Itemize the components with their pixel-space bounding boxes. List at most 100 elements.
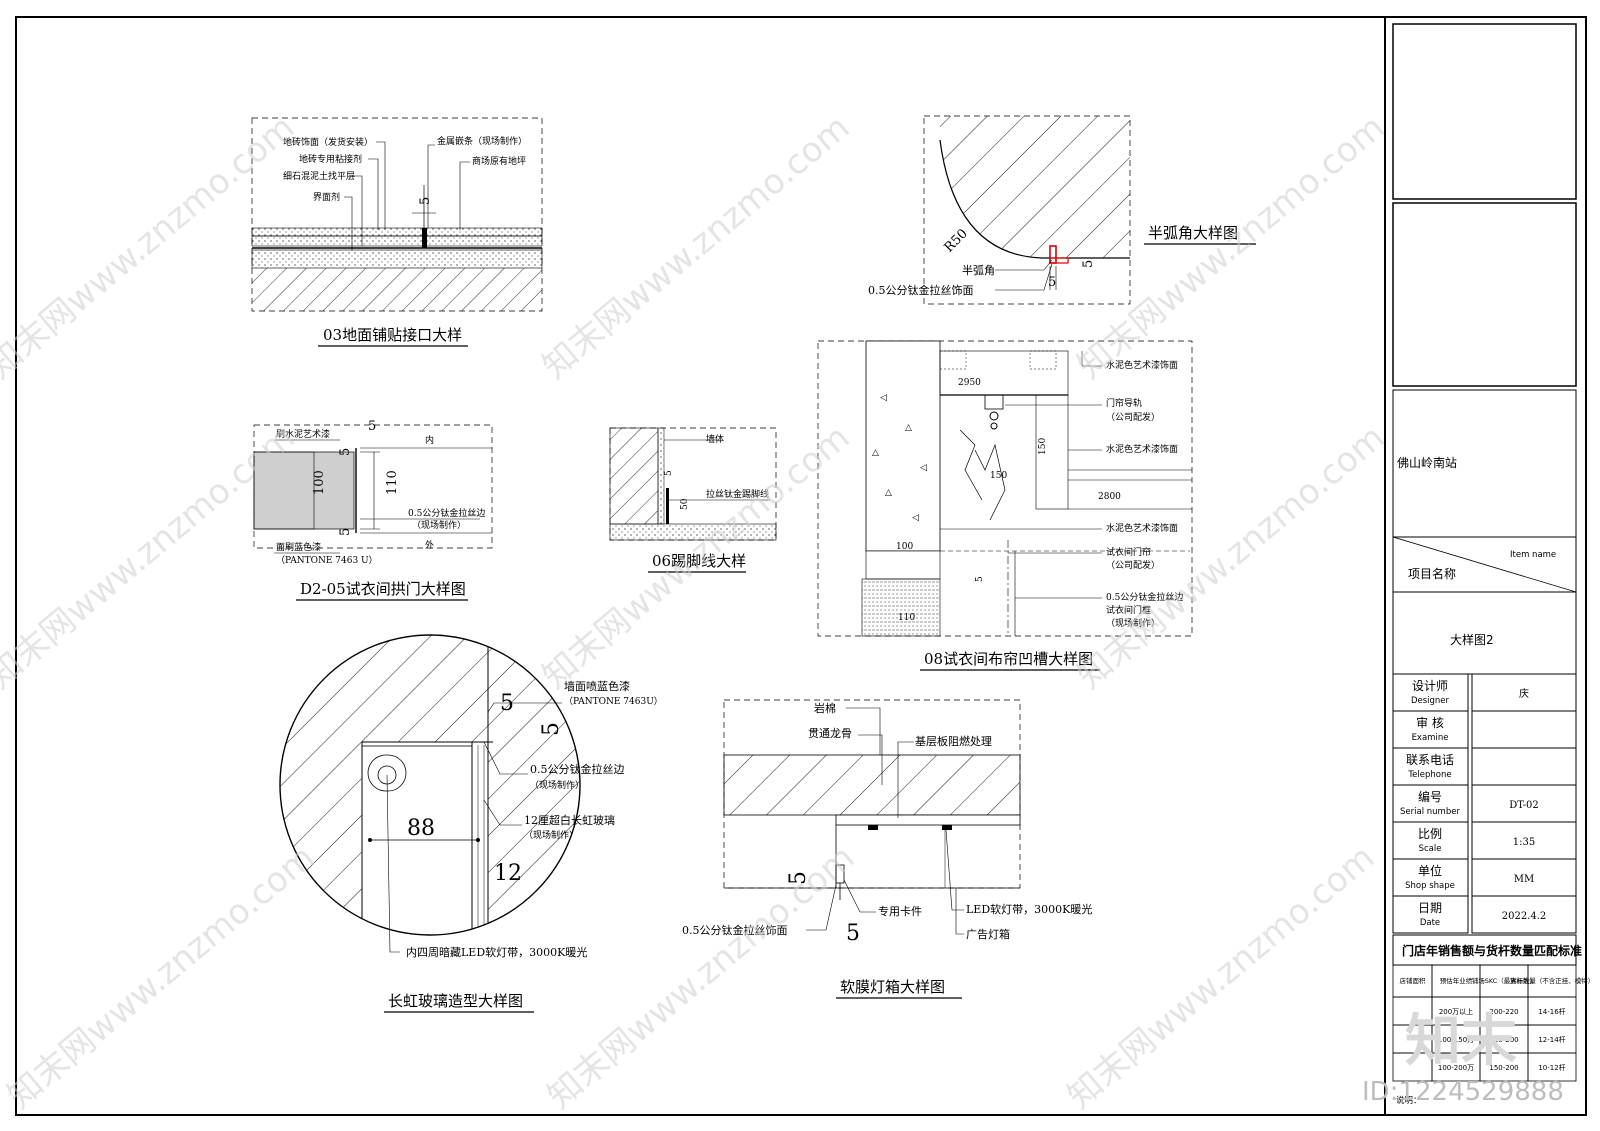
floor-dim-5: 5 [418,197,433,205]
curtain-dim-2950: 2950 [958,378,981,388]
curtain-dim-5: 5 [975,576,985,582]
arch-dim-110: 110 [385,470,400,495]
skirt-wall-label: 墙体 [706,433,724,445]
tb-row-value: MM [1514,874,1534,885]
std-cell: 150-200 [1489,1064,1518,1072]
glass-label-1: 墙面喷蓝色漆 [564,679,630,693]
floor-label-r2: 商场原有地坪 [472,155,526,167]
lightbox-label-5: 专用卡件 [878,904,922,918]
svg-text:△: △ [905,423,912,433]
svg-text:◁: ◁ [912,513,919,523]
svg-text:△: △ [885,488,892,498]
arc-radius: R50 [942,226,971,255]
curtain-label-1: 水泥色艺术漆饰面 [1106,359,1178,371]
std-cell: 200-220 [1489,1008,1518,1016]
curtain-dim-2800: 2800 [1098,492,1121,502]
lightbox-label-2: 贯通龙骨 [808,727,852,740]
arc-label-1: 半弧角 [962,263,995,277]
std-header: 店铺面积 [1400,976,1427,985]
std-cell: 200万以上 [1439,1007,1473,1016]
watermarks: 知末网www.znzmo.com 知末网www.znzmo.com 知末网www… [0,107,1564,1116]
glass-dim-88: 88 [407,816,435,841]
arc-title: 半弧角大样图 [1148,224,1238,242]
glass-title: 长虹玻璃造型大样图 [388,992,523,1010]
tb-row-label-en: Shop shape [1405,881,1455,891]
tb-row-label: 设计师 [1412,679,1448,693]
curtain-label-4: 水泥色艺术漆饰面 [1106,443,1178,455]
tb-row-value: 1:35 [1513,837,1535,848]
glass-label-4: （现场制作） [530,779,584,791]
note-label: 说明： [1396,1095,1422,1106]
curtain-label-6: 试衣间门帘 [1106,546,1151,558]
tb-row-label-en: Date [1420,918,1440,928]
arch-label-5: （PANTONE 7463 U） [276,555,378,566]
arch-label-4: 面刷蓝色漆 [276,541,321,553]
arch-dim-5c: 5 [338,528,353,536]
std-cell: 14-16杆 [1538,1007,1565,1016]
tb-row-label-en: Designer [1411,696,1450,706]
arc-dim-b: 5 [1081,260,1096,268]
curtain-label-7: （公司配发） [1106,559,1160,571]
svg-text:◁: ◁ [880,393,887,403]
arch-label-1: 刷水泥艺术漆 [276,428,330,440]
glass-label-5: 12厘超白长虹玻璃 [524,813,615,827]
curtain-dim-150a: 150 [1038,438,1048,455]
curtain-label-8: 0.5公分钛金拉丝边 [1106,591,1183,603]
svg-text:◁: ◁ [920,463,927,473]
std-cell: 10-12杆 [1538,1063,1565,1072]
glass-dim-5a: 5 [500,691,514,716]
std-header: 货杆数量（不含正挂、模特） [1510,976,1595,985]
glass-label-3: 0.5公分钛金拉丝边 [530,762,625,776]
tb-row-value: 2022.4.2 [1502,911,1547,922]
glass-dim-12: 12 [494,861,522,886]
arch-label-3: （现场制作） [412,519,466,531]
std-header: 铺场SKC（最高标准） [1472,976,1537,985]
curtain-label-3: （公司配发） [1106,411,1160,423]
arch-title: D2-05试衣间拱门大样图 [300,580,466,598]
std-cell: 100-200万 [1438,1064,1474,1072]
arch-outer: 外 [425,539,434,551]
watermark-8: 知末网www.znzmo.com [540,837,862,1116]
floor-joint-detail: 5 地砖饰面（发货安装） 地砖专用粘接剂 细石混泥土找平层 界面剂 金属嵌条（现… [251,117,543,347]
lightbox-label-4: 0.5公分钛金拉丝饰面 [682,923,788,937]
ribbed-glass-detail: 88 12 5 5 墙面喷蓝色漆 （PANTONE 7463U） 0.5公分钛金… [279,634,663,1013]
lightbox-label-6: LED软灯带，3000K暖光 [966,902,1092,916]
project-name: 佛山岭南站 [1397,455,1457,470]
arc-dim-a: 5 [1048,275,1056,290]
tb-row-label-en: Scale [1419,844,1442,854]
title-block: 佛山岭南站 Item name 项目名称 大样图2 设计师Designer庆审 … [1384,16,1595,1116]
tb-row-value: DT-02 [1509,800,1539,811]
glass-label-2: （PANTONE 7463U） [564,696,663,707]
glass-dim-5b: 5 [539,722,564,736]
tb-row-label: 编号 [1418,789,1442,804]
arch-dim-100: 100 [312,470,327,495]
tb-row-label: 日期 [1418,901,1442,915]
tb-row-label: 比例 [1418,827,1442,841]
curtain-label-10: （现场制作） [1106,617,1160,629]
svg-text:△: △ [872,448,879,458]
watermark-9: 知末网www.znzmo.com [1060,837,1382,1116]
tb-row-label: 审 核 [1416,715,1444,730]
floor-label-2: 地砖专用粘接剂 [299,153,362,165]
arch-dim-5a: 5 [368,419,376,434]
curtain-dim-150b: 150 [990,471,1007,481]
tb-row-label-en: Examine [1412,733,1449,743]
skirt-dim-5: 5 [664,470,674,476]
glass-label-7: 内四周暗藏LED软灯带，3000K暖光 [406,945,587,959]
tb-row-label-en: Telephone [1407,770,1451,780]
item-name-en: Item name [1510,550,1556,560]
std-cell: 12-14杆 [1538,1035,1565,1044]
lightbox-detail: 岩棉 贯通龙骨 基层板阻燃处理 5 5 0.5公分钛金拉丝饰面 专用卡件 LED… [682,699,1092,999]
arc-corner-detail: R50 5 5 半弧角 0.5公分钛金拉丝饰面 半弧角大样图 [868,115,1256,305]
lightbox-label-1: 岩棉 [814,701,836,715]
curtain-label-5: 水泥色艺术漆饰面 [1106,522,1178,534]
arch-dim-5b: 5 [338,448,353,456]
arch-label-2: 0.5公分钛金拉丝边 [408,507,485,519]
std-cell: 100-150万 [1438,1036,1474,1044]
lightbox-dim-5b: 5 [846,921,860,946]
watermark-7: 知末网www.znzmo.com [0,837,322,1116]
floor-title: 03地面铺贴接口大样 [323,326,462,344]
curtain-label-9: 试衣间门框 [1106,604,1151,616]
arch-inner: 内 [425,434,434,446]
